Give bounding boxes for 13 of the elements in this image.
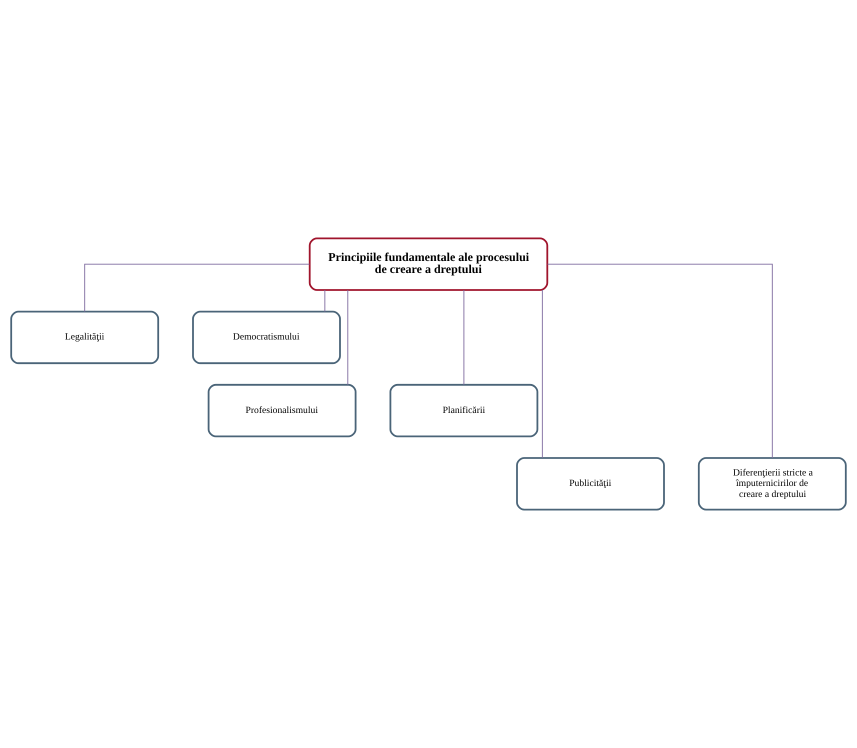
node-box: Democratismului xyxy=(192,310,341,364)
connector xyxy=(324,290,326,312)
node-box: Diferenţierii stricte a împuternicirilor de creare a dreptului xyxy=(698,457,847,510)
node-box: Legalităţii xyxy=(10,310,160,364)
node-box: Publicităţii xyxy=(516,457,665,510)
node-box: Profesionalismului xyxy=(208,384,356,438)
connector xyxy=(463,290,464,386)
connector xyxy=(547,264,773,458)
connector xyxy=(347,290,348,386)
node-box: Principiile fundamentale ale procesului de creare a dreptului xyxy=(308,238,548,291)
connector xyxy=(542,290,543,458)
connector xyxy=(84,264,310,312)
node-box: Planificării xyxy=(390,384,538,438)
